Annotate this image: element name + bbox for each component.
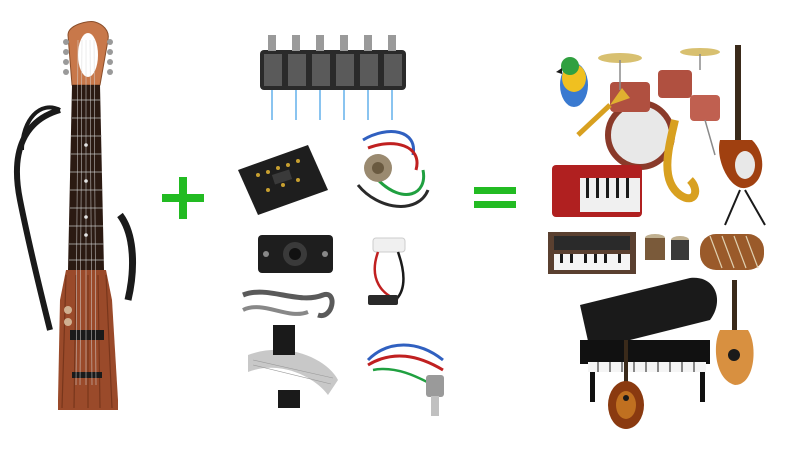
accordion-icon xyxy=(552,165,642,217)
ribbon-cable-icon xyxy=(248,325,338,408)
switch-wire-icon xyxy=(366,343,444,416)
components-panel xyxy=(228,20,468,440)
trumpet-icon xyxy=(576,88,630,137)
dhol-icon xyxy=(700,234,764,270)
battery-clip-icon xyxy=(368,237,406,305)
plus-sign xyxy=(160,175,206,221)
equals-sign xyxy=(472,183,518,213)
drum-kit-icon xyxy=(598,48,720,170)
plus-icon xyxy=(162,177,204,219)
grand-piano-icon xyxy=(580,277,718,402)
parrot-icon xyxy=(556,57,588,107)
stick-guitar-image xyxy=(0,0,160,455)
equals-icon xyxy=(474,187,516,208)
mandolin-icon xyxy=(608,340,644,429)
stick-guitar-icon xyxy=(13,21,137,410)
circuit-board-icon xyxy=(238,145,328,215)
electric-guitar-icon xyxy=(719,45,766,226)
wire-harness-icon xyxy=(356,130,430,208)
synthesizer-icon xyxy=(548,232,636,274)
instruments-collage xyxy=(540,40,780,440)
tabla-icon xyxy=(645,234,689,260)
saxophone-icon xyxy=(663,119,700,203)
acoustic-guitar-icon xyxy=(715,280,754,385)
pickup-array-icon xyxy=(260,35,406,120)
connector-jack-icon xyxy=(242,235,335,318)
